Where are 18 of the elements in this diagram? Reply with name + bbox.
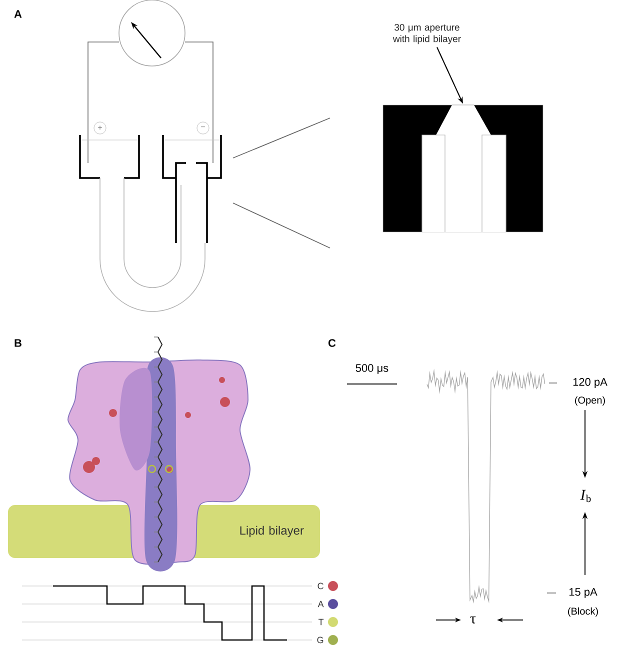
current-symbol: I$_{b}$ [580, 490, 591, 502]
panel-letter: B [14, 339, 22, 347]
polarity-sign: + [94, 122, 106, 134]
legend-label: C [318, 582, 324, 590]
current-level-label: 120 pA [573, 378, 608, 388]
aperture-drawing [382, 104, 544, 232]
panel-letter: A [14, 10, 22, 18]
panel-letter: C [328, 339, 336, 347]
state-label: (Block) [568, 607, 598, 617]
legend-label: T [318, 618, 324, 626]
legend-label: G [317, 636, 324, 644]
polarity-sign: − [196, 122, 210, 134]
scale-bar-label: 500 μs [356, 364, 388, 374]
dwell-time-symbol: τ [470, 616, 476, 624]
callout-text: 30 μm aperture with lipid bilayer [392, 24, 461, 44]
legend-label: A [318, 600, 324, 608]
current-level-label: 15 pA [569, 588, 598, 598]
state-label: (Open) [575, 396, 605, 406]
